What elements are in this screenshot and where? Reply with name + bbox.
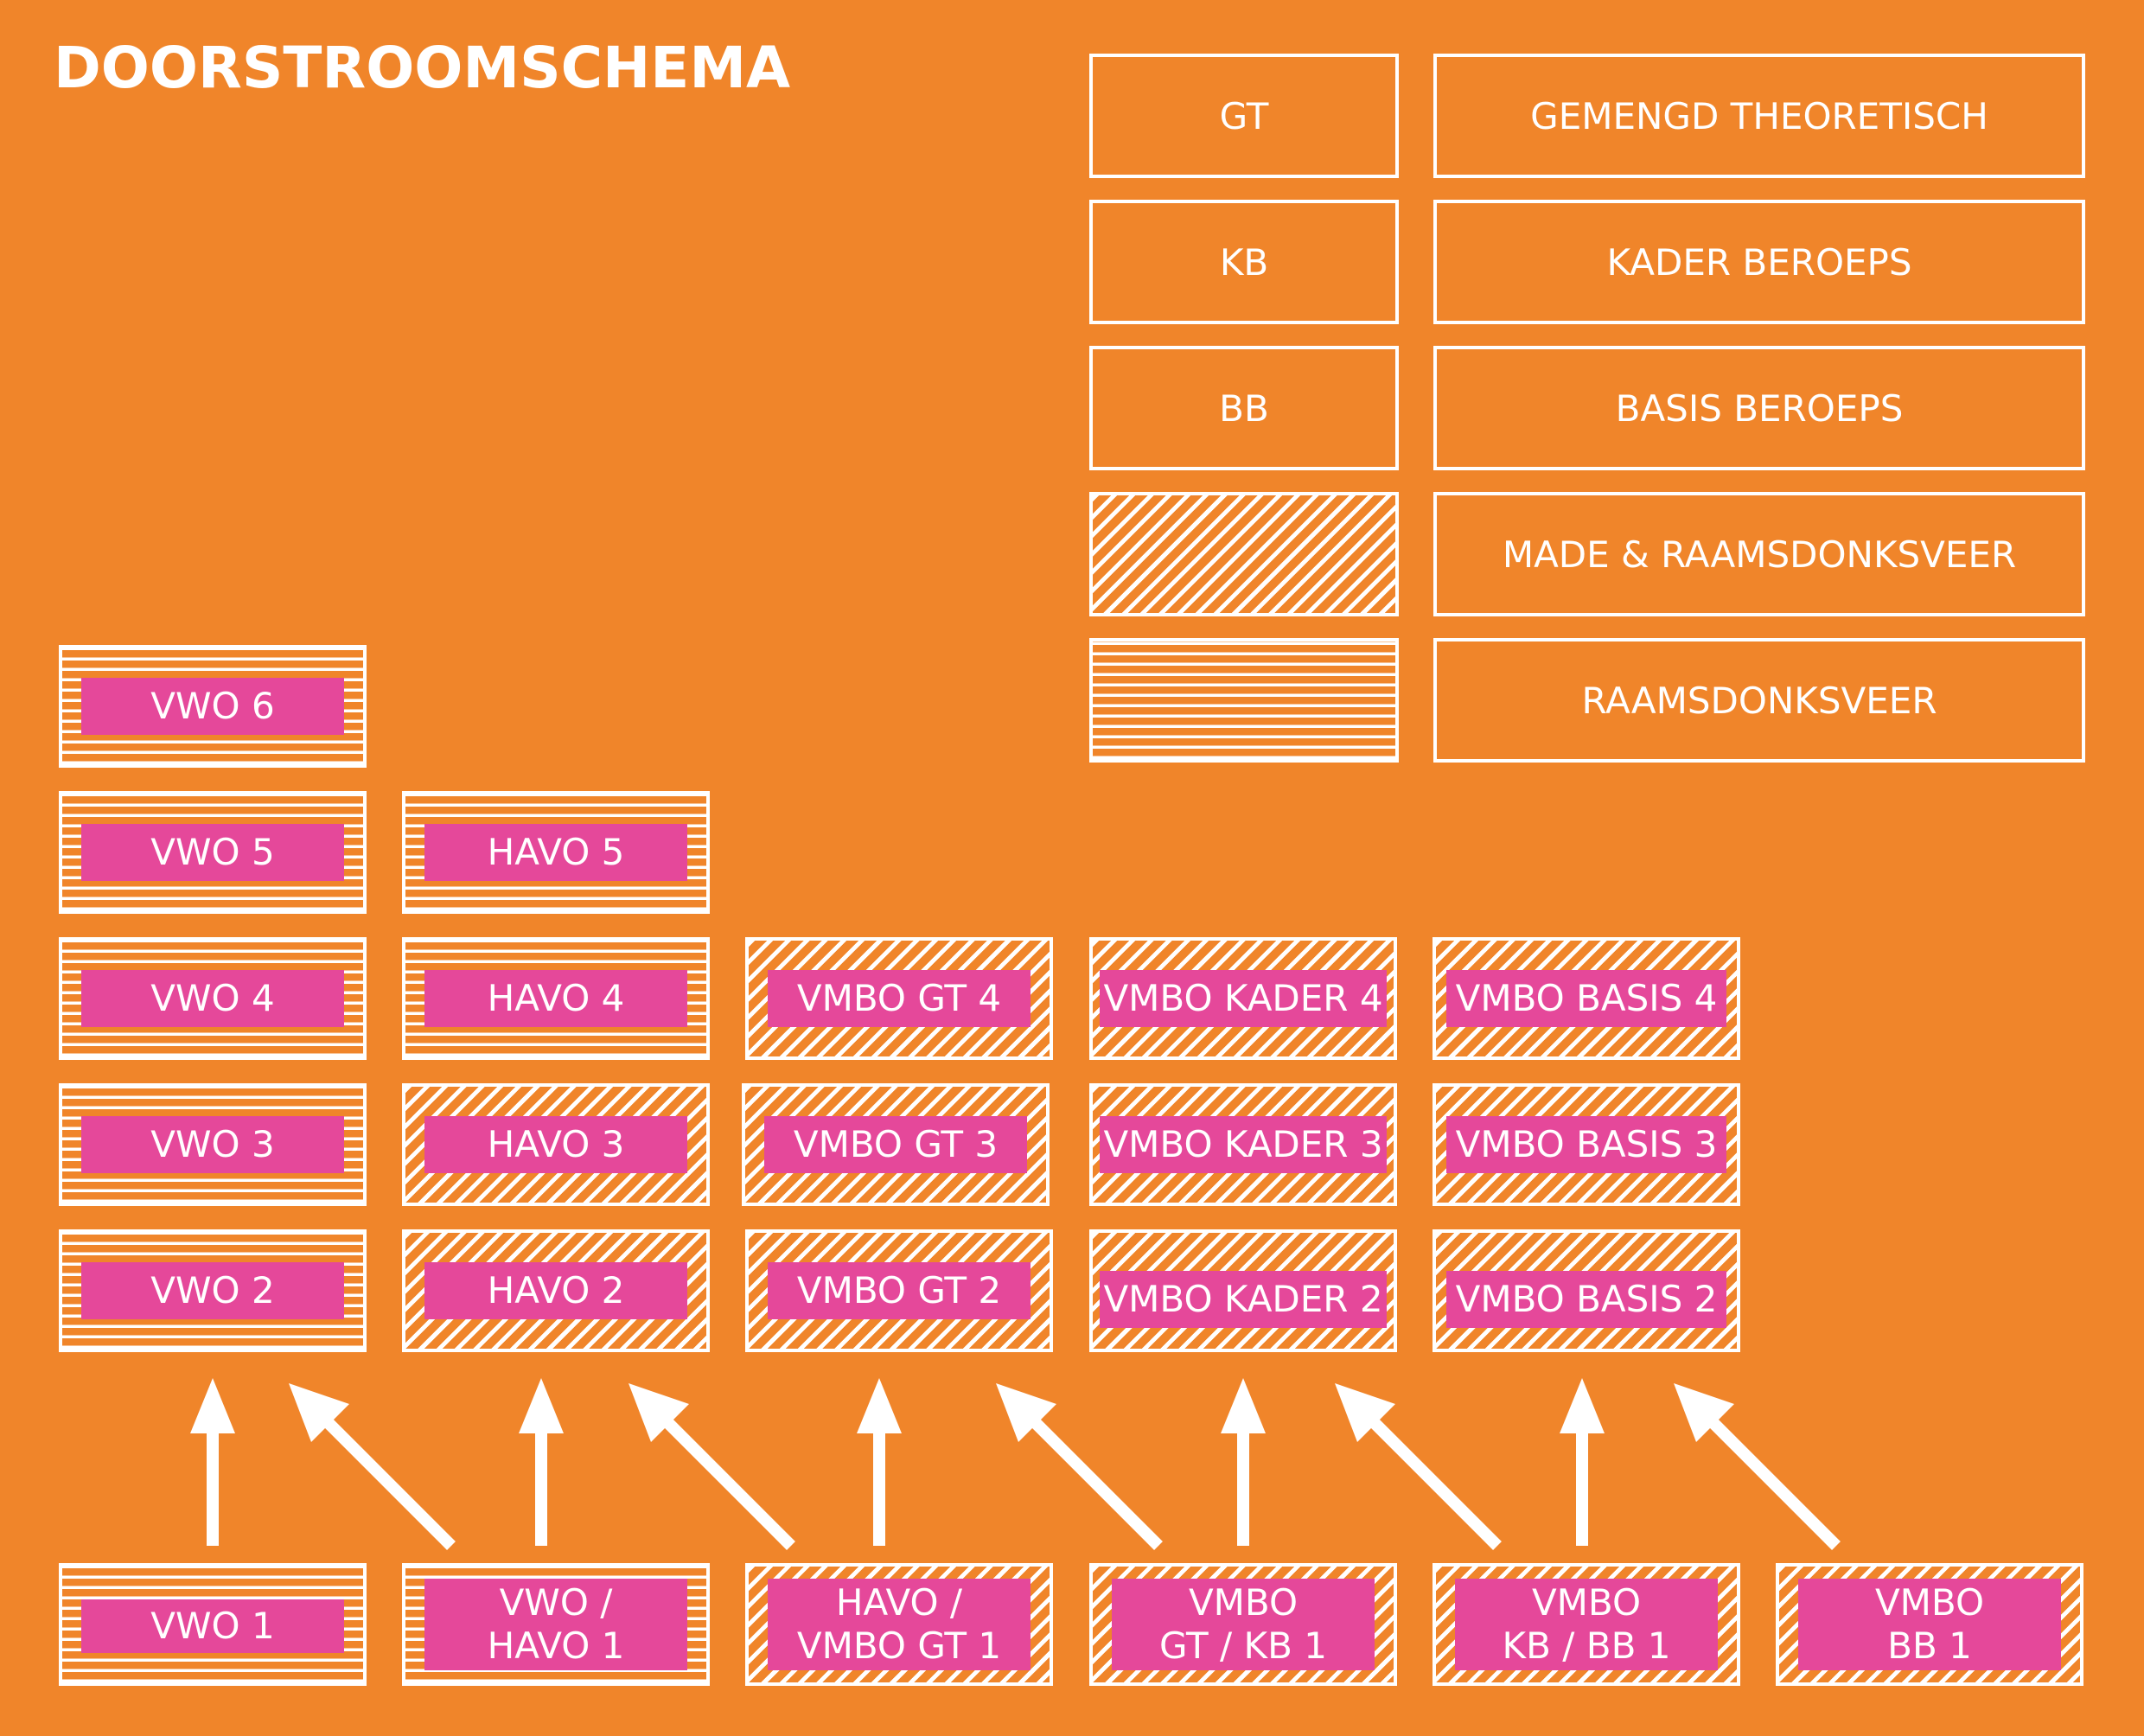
node-label: HAVO / VMBO GT 1: [768, 1579, 1031, 1670]
node-label: VWO / HAVO 1: [424, 1579, 687, 1670]
node-label: VWO 4: [81, 970, 344, 1027]
legend-swatch-diagonal-hatch: [1089, 492, 1399, 616]
node-vmbo-gt-4: VMBO GT 4: [745, 937, 1053, 1060]
node-vmbo-gt-2: VMBO GT 2: [745, 1229, 1053, 1352]
node-vmbo-bb-1: VMBO BB 1: [1776, 1563, 2083, 1686]
node-label: VWO 1: [81, 1599, 344, 1653]
node-label: VMBO KADER 3: [1100, 1116, 1387, 1173]
node-vwo-havo-1: VWO / HAVO 1: [402, 1563, 710, 1686]
node-label: HAVO 3: [424, 1116, 687, 1173]
node-label: VMBO GT 2: [768, 1262, 1031, 1319]
arrow-up-vmbo-gt: [857, 1378, 902, 1546]
node-label: VWO 6: [81, 678, 344, 735]
node-label: VMBO KB / BB 1: [1455, 1579, 1718, 1670]
node-vmbo-kader-3: VMBO KADER 3: [1089, 1083, 1397, 1206]
node-havo-vmbo-gt-1: HAVO / VMBO GT 1: [745, 1563, 1053, 1686]
node-label: VWO 5: [81, 824, 344, 881]
node-vmbo-kader-2: VMBO KADER 2: [1089, 1229, 1397, 1352]
arrow-diagonal-1: [289, 1383, 456, 1550]
node-havo-3: HAVO 3: [402, 1083, 710, 1206]
node-label: VMBO GT 4: [768, 970, 1031, 1027]
legend-meaning-gemengd-theoretisch: GEMENGD THEORETISCH: [1433, 54, 2085, 178]
node-vwo-1: VWO 1: [59, 1563, 367, 1686]
node-label: VMBO BASIS 3: [1446, 1116, 1726, 1173]
node-label: VMBO BASIS 4: [1446, 970, 1726, 1027]
legend-meaning-raamsdonksveer: RAAMSDONKSVEER: [1433, 638, 2085, 763]
node-vwo-5: VWO 5: [59, 791, 367, 914]
node-havo-4: HAVO 4: [402, 937, 710, 1060]
node-label: VMBO BASIS 2: [1446, 1271, 1726, 1328]
arrow-diagonal-4: [1335, 1383, 1502, 1550]
node-label: VMBO GT / KB 1: [1112, 1579, 1375, 1670]
arrow-up-vmbo-kader: [1221, 1378, 1266, 1546]
node-vmbo-kader-4: VMBO KADER 4: [1089, 937, 1397, 1060]
node-vwo-4: VWO 4: [59, 937, 367, 1060]
page-title: DOORSTROOMSCHEMA: [54, 35, 791, 101]
node-vmbo-gt-3: VMBO GT 3: [742, 1083, 1050, 1206]
legend-code-bb: BB: [1089, 346, 1399, 470]
node-vwo-2: VWO 2: [59, 1229, 367, 1352]
node-label: HAVO 4: [424, 970, 687, 1027]
arrow-diagonal-3: [996, 1383, 1163, 1550]
node-label: VMBO KADER 2: [1100, 1271, 1387, 1328]
arrow-up-vmbo-basis: [1560, 1378, 1605, 1546]
node-vmbo-basis-4: VMBO BASIS 4: [1433, 937, 1740, 1060]
node-label: VMBO KADER 4: [1100, 970, 1387, 1027]
node-vwo-6: VWO 6: [59, 645, 367, 768]
node-label: HAVO 2: [424, 1262, 687, 1319]
legend-meaning-kader-beroeps: KADER BEROEPS: [1433, 200, 2085, 324]
legend-meaning-basis-beroeps: BASIS BEROEPS: [1433, 346, 2085, 470]
node-vmbo-gt-kb-1: VMBO GT / KB 1: [1089, 1563, 1397, 1686]
legend-code-kb: KB: [1089, 200, 1399, 324]
node-label: VMBO GT 3: [764, 1116, 1027, 1173]
node-label: VWO 3: [81, 1116, 344, 1173]
arrow-diagonal-5: [1674, 1383, 1841, 1550]
arrow-diagonal-2: [629, 1383, 795, 1550]
legend-meaning-made-raamsdonksveer: MADE & RAAMSDONKSVEER: [1433, 492, 2085, 616]
arrow-up-havo: [519, 1378, 564, 1546]
node-havo-2: HAVO 2: [402, 1229, 710, 1352]
node-vwo-3: VWO 3: [59, 1083, 367, 1206]
node-vmbo-basis-3: VMBO BASIS 3: [1433, 1083, 1740, 1206]
node-havo-5: HAVO 5: [402, 791, 710, 914]
node-vmbo-kb-bb-1: VMBO KB / BB 1: [1433, 1563, 1740, 1686]
node-label: VMBO BB 1: [1798, 1579, 2061, 1670]
node-label: VWO 2: [81, 1262, 344, 1319]
legend-code-gt: GT: [1089, 54, 1399, 178]
node-vmbo-basis-2: VMBO BASIS 2: [1433, 1229, 1740, 1352]
legend-swatch-horizontal-lines: [1089, 638, 1399, 763]
node-label: HAVO 5: [424, 824, 687, 881]
arrow-up-vwo: [190, 1378, 235, 1546]
